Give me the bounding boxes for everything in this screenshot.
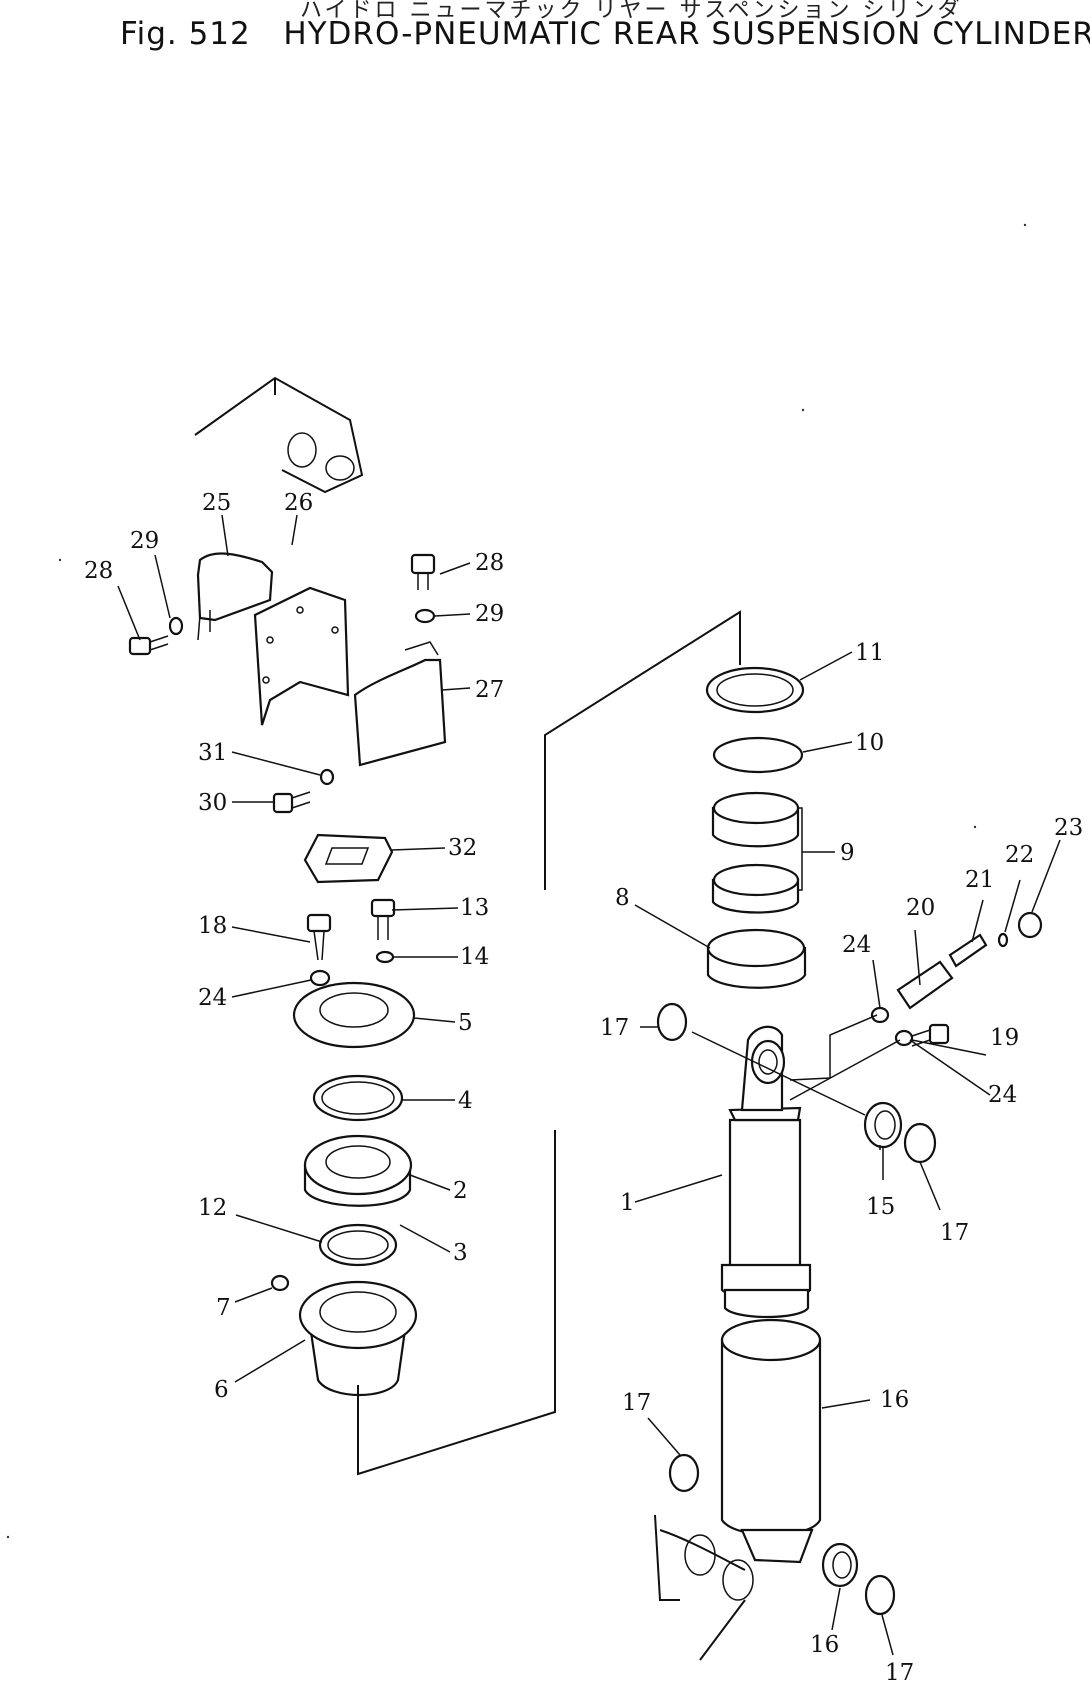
bushing-part-9 [711, 791, 803, 914]
callout-24-right-lower: 24 [988, 1082, 1017, 1108]
oring-part-10 [712, 736, 804, 774]
washer-14 [375, 950, 395, 964]
callout-22: 22 [1005, 842, 1034, 868]
plate-part-26 [253, 586, 350, 726]
callout-17-lower-left: 17 [622, 1390, 651, 1416]
cover-part-25 [196, 552, 274, 641]
callout-2: 2 [453, 1178, 468, 1204]
flange-part-5 [292, 981, 416, 1049]
figure-number: Fig. 512 [120, 16, 251, 52]
washer-24-left [309, 969, 331, 987]
pin-part-16-lower [821, 1542, 859, 1588]
bolt-28-right [410, 553, 436, 590]
ring-part-4 [312, 1074, 404, 1122]
callout-14: 14 [460, 944, 489, 970]
cylinder-part-15 [720, 1318, 822, 1564]
callout-5: 5 [458, 1010, 473, 1036]
callout-16-lower: 16 [810, 1632, 839, 1658]
callout-4: 4 [458, 1088, 473, 1114]
valve-part-20 [896, 960, 954, 1010]
callout-23: 23 [1054, 815, 1083, 841]
leader-lines [117, 514, 1061, 1656]
ring-part-11 [705, 666, 805, 714]
washer-29-right [414, 608, 436, 624]
callout-26: 26 [284, 490, 313, 516]
callout-18: 18 [198, 913, 227, 939]
assembly-bracket-line [357, 610, 741, 1476]
callout-24-left: 24 [198, 985, 227, 1011]
bolt-30 [272, 791, 311, 814]
pad-part-32 [303, 833, 394, 884]
callout-28-right: 28 [475, 550, 504, 576]
callout-29-left: 29 [130, 528, 159, 554]
housing-part-6 [298, 1280, 418, 1396]
cylinder-part-1 [720, 1025, 812, 1319]
washer-24-right-upper [870, 1006, 890, 1024]
bolt-19 [911, 1023, 950, 1047]
callout-29-right: 29 [475, 601, 504, 627]
snap-ring-17-lower-left [668, 1453, 700, 1493]
valve-core-21 [948, 933, 988, 968]
plug-part-7 [270, 1274, 290, 1292]
snap-ring-17-lower-right [864, 1574, 896, 1616]
bolt-28-left [128, 635, 169, 656]
callout-10: 10 [855, 730, 884, 756]
callout-28-left: 28 [84, 558, 113, 584]
callout-12: 12 [198, 1195, 227, 1221]
washer-24-right-lower [894, 1029, 914, 1047]
washer-31 [319, 768, 335, 786]
callout-20: 20 [906, 895, 935, 921]
callout-1: 1 [620, 1190, 635, 1216]
frame-bracket-lower [654, 1514, 754, 1661]
callout-24-right-upper: 24 [842, 932, 871, 958]
callout-30: 30 [198, 790, 227, 816]
figure-title: Fig. 512 HYDRO-PNEUMATIC REAR SUSPENSION… [120, 16, 1090, 52]
callout-11: 11 [855, 640, 884, 666]
callout-7: 7 [216, 1295, 231, 1321]
callout-13: 13 [460, 895, 489, 921]
snap-ring-17-upper-right [903, 1122, 937, 1164]
callout-17-upper-right: 17 [940, 1220, 969, 1246]
shield-part-27 [353, 641, 447, 767]
callout-19: 19 [990, 1025, 1019, 1051]
callout-8: 8 [615, 885, 630, 911]
callout-21: 21 [965, 867, 994, 893]
scan-specks [6, 223, 1027, 1539]
callout-17-upper-left: 17 [600, 1015, 629, 1041]
ring-part-12 [318, 1223, 398, 1267]
callout-9: 9 [840, 840, 855, 866]
cap-part-23 [1017, 911, 1043, 939]
bolt-18 [306, 913, 332, 961]
oring-22 [997, 932, 1009, 948]
callout-16-upper: 15 [866, 1194, 895, 1220]
callout-6: 6 [214, 1377, 229, 1403]
callout-27: 27 [475, 677, 504, 703]
bushing-part-8 [706, 928, 807, 989]
callout-15: 16 [880, 1387, 909, 1413]
frame-bracket-upper [194, 376, 364, 494]
callout-17-lower-right: 17 [885, 1660, 914, 1686]
callout-25: 25 [202, 490, 231, 516]
callout-3: 3 [453, 1240, 468, 1266]
callout-31: 31 [198, 740, 227, 766]
callout-labels: 25 26 29 28 28 29 27 31 30 32 18 13 14 2… [84, 490, 1083, 1686]
snap-ring-17-upper-left [656, 1002, 688, 1042]
callout-32: 32 [448, 835, 477, 861]
housing-part-2 [303, 1134, 413, 1207]
japanese-caption: ハイドロ ニューマチック リヤー サスペンション シリンダ [300, 0, 963, 23]
pin-part-16-upper [863, 1101, 903, 1149]
figure-title-text: HYDRO-PNEUMATIC REAR SUSPENSION CYLINDER [283, 16, 1090, 52]
bolt-13 [370, 898, 396, 940]
washer-29-left [168, 616, 184, 636]
